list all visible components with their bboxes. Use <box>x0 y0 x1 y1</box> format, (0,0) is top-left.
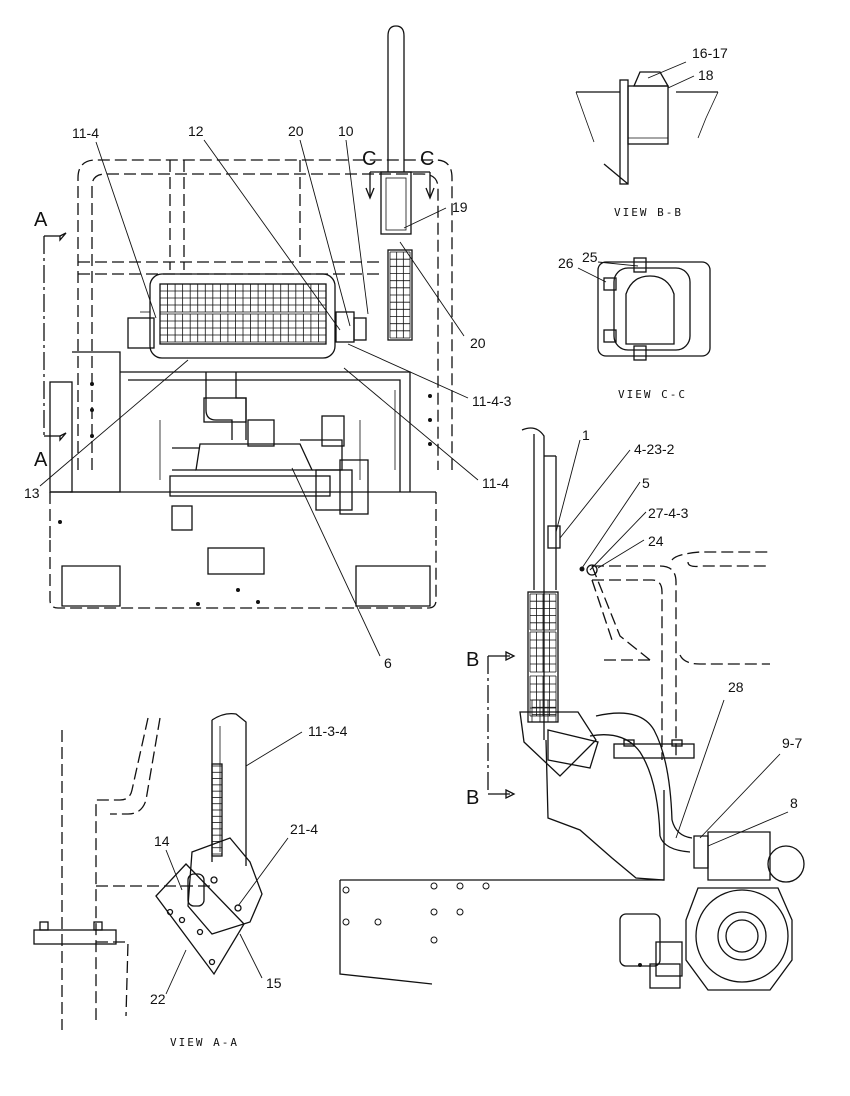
label-6: 6 <box>384 655 392 671</box>
label-20-upper: 20 <box>288 123 304 139</box>
label-11-4-lower: 11-4 <box>482 475 509 491</box>
label-section-c-left: C <box>362 148 376 170</box>
grille <box>529 675 557 717</box>
view-c-c <box>597 257 711 361</box>
label-section-b-bottom: B <box>466 787 479 809</box>
leader-line <box>347 343 469 399</box>
label-12: 12 <box>188 123 204 139</box>
part-labels: 11-4 12 20 10 C C 19 20 A A 13 11-4-3 11… <box>24 45 802 1049</box>
leader-line <box>245 731 303 767</box>
label-22: 22 <box>150 991 166 1007</box>
label-view-b-b: VIEW B-B <box>614 206 683 219</box>
leader-line <box>597 539 645 569</box>
grille <box>529 631 557 673</box>
grille-patterns <box>159 251 557 855</box>
leader-line <box>675 699 725 839</box>
muffler <box>127 273 367 359</box>
view-b-b <box>575 71 719 185</box>
label-25: 25 <box>582 249 598 265</box>
grille <box>529 593 557 631</box>
grille <box>159 313 327 343</box>
leader-line <box>239 933 263 979</box>
label-11-4-upper: 11-4 <box>72 125 99 141</box>
label-13: 13 <box>24 485 40 501</box>
label-20-lower: 20 <box>470 335 486 351</box>
leader-line <box>343 367 479 481</box>
leader-line <box>597 261 639 267</box>
label-18: 18 <box>698 67 714 83</box>
leader-line <box>581 481 641 569</box>
stack-guard-grid <box>387 249 413 341</box>
label-section-c-right: C <box>420 148 434 170</box>
leader-line <box>707 811 789 847</box>
label-1: 1 <box>582 427 590 443</box>
view-a-a <box>33 712 263 1030</box>
leader-line <box>345 139 369 315</box>
leader-line <box>203 139 341 331</box>
leader-line <box>95 141 157 319</box>
main-front-view <box>43 25 453 609</box>
label-8: 8 <box>790 795 798 811</box>
grille <box>531 699 557 723</box>
leader-line <box>577 267 607 283</box>
leader-line <box>399 241 465 337</box>
label-10: 10 <box>338 123 354 139</box>
label-27-4-3: 27-4-3 <box>648 505 689 521</box>
label-section-a-top: A <box>34 209 48 231</box>
label-15: 15 <box>266 975 282 991</box>
label-4-23-2: 4-23-2 <box>634 441 675 457</box>
leader-line <box>647 61 687 79</box>
side-view <box>339 427 805 991</box>
leader-line <box>403 207 447 229</box>
leader-line <box>589 511 647 571</box>
leader-line <box>299 139 351 327</box>
label-16-17: 16-17 <box>692 45 728 61</box>
turbocharger <box>619 831 805 991</box>
leader-lines <box>39 61 789 995</box>
label-14: 14 <box>154 833 170 849</box>
label-section-b-top: B <box>466 649 479 671</box>
leader-line <box>555 439 581 533</box>
label-view-c-c: VIEW C-C <box>618 388 687 401</box>
label-11-4-3: 11-4-3 <box>472 393 512 409</box>
label-9-7: 9-7 <box>782 735 802 751</box>
leader-line <box>165 949 187 995</box>
leader-line <box>237 837 289 907</box>
leader-line <box>699 753 781 839</box>
leader-line <box>559 449 631 539</box>
leader-line <box>291 467 381 657</box>
label-19: 19 <box>452 199 468 215</box>
leader-line <box>165 849 183 891</box>
label-24: 24 <box>648 533 664 549</box>
label-section-a-bottom: A <box>34 449 48 471</box>
label-11-3-4: 11-3-4 <box>308 723 348 739</box>
grille <box>389 251 411 339</box>
label-26: 26 <box>558 255 574 271</box>
grille <box>159 283 327 313</box>
leader-line <box>39 359 189 487</box>
label-21-4: 21-4 <box>290 821 318 837</box>
label-28: 28 <box>728 679 744 695</box>
label-5: 5 <box>642 475 650 491</box>
label-view-a-a: VIEW A-A <box>170 1036 239 1049</box>
exhaust-manifold <box>172 415 345 471</box>
leader-line <box>667 75 695 89</box>
grille <box>211 765 223 855</box>
